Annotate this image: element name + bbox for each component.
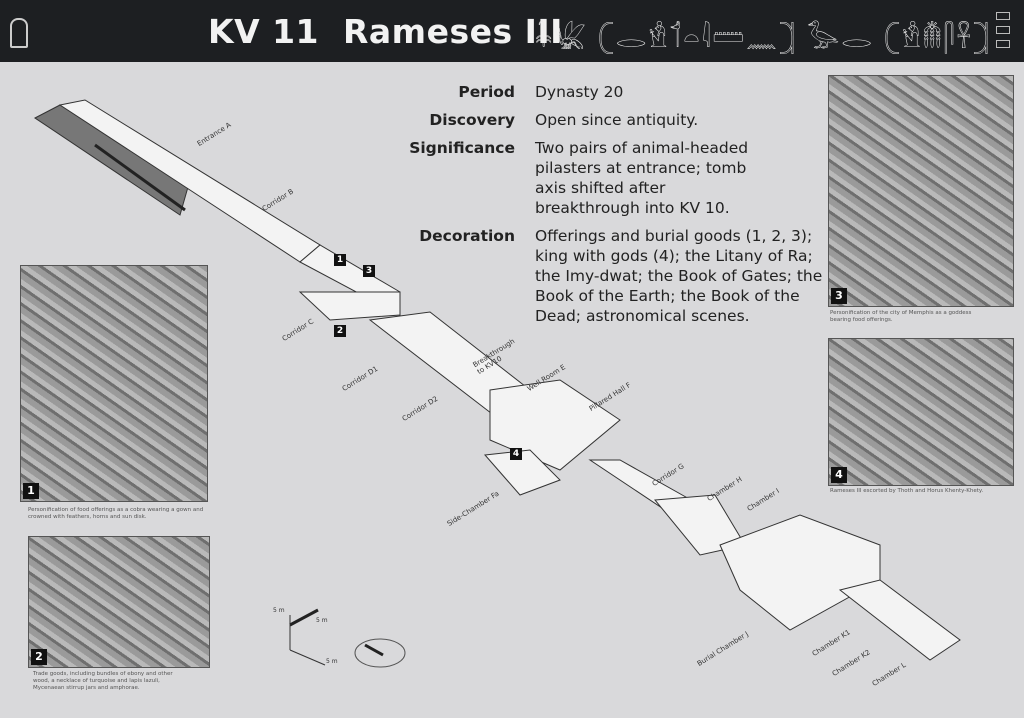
sign-logo-icon bbox=[10, 18, 28, 48]
photo-number: 1 bbox=[23, 483, 39, 499]
photo-4-caption: Rameses III escorted by Thoth and Horus … bbox=[830, 488, 984, 494]
photo-number: 2 bbox=[31, 649, 47, 665]
photo-1: 1 bbox=[20, 265, 208, 502]
photo-4: 4 bbox=[828, 338, 1014, 486]
marker-2: 2 bbox=[334, 325, 346, 337]
photo-2: 2 bbox=[28, 536, 210, 668]
photo-3: 3 bbox=[828, 75, 1014, 307]
marker-4: 4 bbox=[510, 448, 522, 460]
photo-3-caption: Personification of the city of Memphis a… bbox=[830, 310, 972, 323]
tomb-info: Period Dynasty 20 Discovery Open since ant… bbox=[395, 82, 825, 334]
photo-number: 3 bbox=[831, 288, 847, 304]
significance-label: Significance bbox=[409, 139, 515, 157]
period-value: Dynasty 20 bbox=[535, 83, 624, 101]
period-label: Period bbox=[458, 83, 515, 101]
significance-value: Two pairs of animal-headed pilasters at … bbox=[535, 139, 749, 217]
photo-1-caption: Personification of food offerings as a c… bbox=[28, 507, 204, 520]
decoration-value: Offerings and burial goods (1, 2, 3); ki… bbox=[535, 227, 823, 325]
photo-2-caption: Trade goods, including bundles of ebony … bbox=[33, 671, 173, 691]
photo-number: 4 bbox=[831, 467, 847, 483]
cartouche-hieroglyphs: 𓇓𓆤 𓍹𓂋𓁛𓄊𓏏𓇋𓏠𓈖𓍺 𓅭𓂋 𓍹𓁛𓄟𓋴𓋹𓍺 bbox=[535, 24, 991, 54]
header: KV 11 Rameses III 𓇓𓆤 𓍹𓂋𓁛𓄊𓏏𓇋𓏠𓈖𓍺 𓅭𓂋 𓍹𓁛𓄟𓋴𓋹𓍺 bbox=[0, 0, 1024, 62]
page-title: KV 11 Rameses III bbox=[208, 12, 563, 51]
scale-horizontal: 5 m bbox=[326, 658, 338, 665]
scale-vertical: 5 m bbox=[273, 607, 285, 614]
discovery-value: Open since antiquity. bbox=[535, 111, 699, 129]
decoration-label: Decoration bbox=[419, 227, 515, 245]
marker-3: 3 bbox=[363, 265, 375, 277]
discovery-label: Discovery bbox=[429, 111, 515, 129]
scale-depth: 5 m bbox=[316, 617, 328, 624]
marker-1: 1 bbox=[334, 254, 346, 266]
side-icons bbox=[996, 12, 1012, 48]
